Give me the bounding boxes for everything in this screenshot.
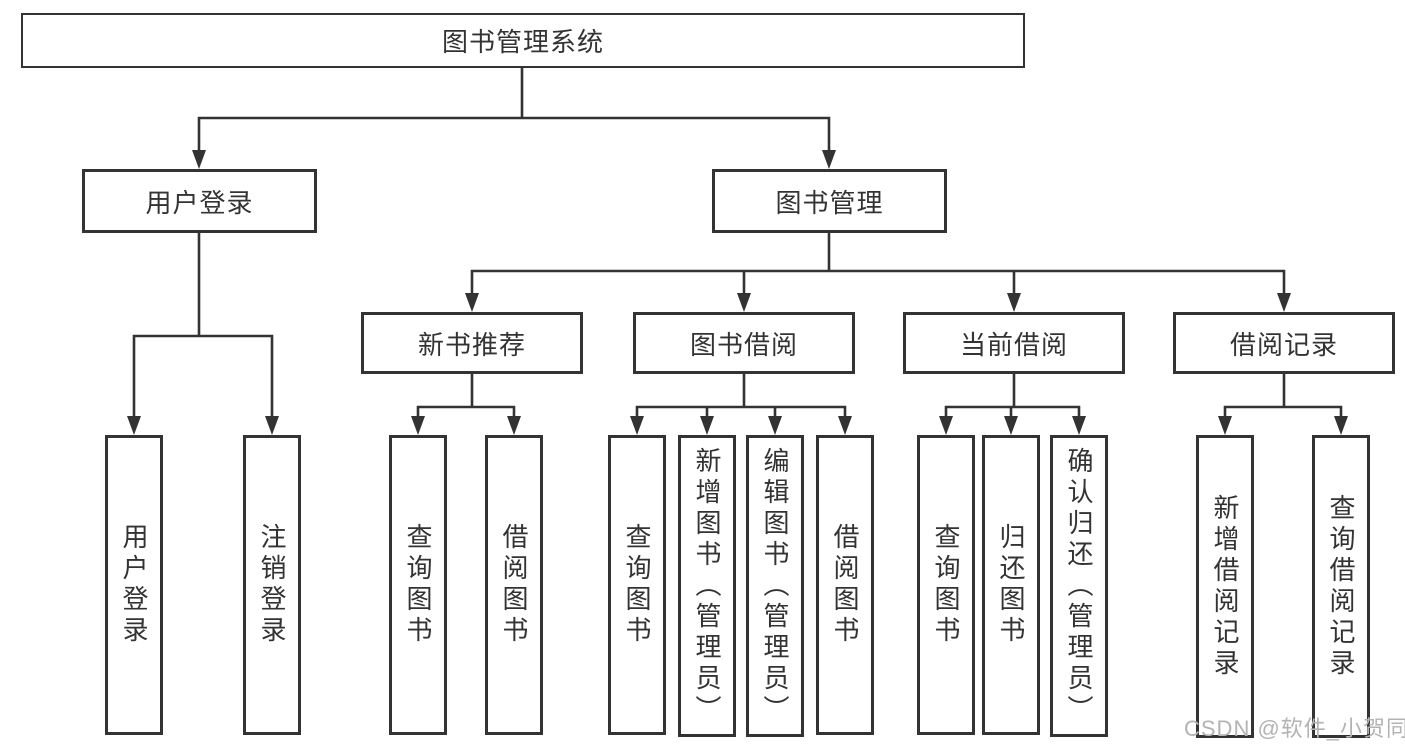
- leaf-query-books-current: 查询图书: [917, 435, 975, 735]
- node-user-login-branch: 用户登录: [82, 169, 317, 233]
- node-book-borrowing: 图书借阅: [633, 312, 855, 374]
- node-borrowing-records: 借阅记录: [1173, 312, 1395, 374]
- leaf-user-login: 用户登录: [105, 435, 163, 735]
- node-root-library-system: 图书管理系统: [21, 13, 1025, 68]
- watermark: CSDN @软件_小贺同学: [1184, 716, 1405, 741]
- node-current-borrowing: 当前借阅: [903, 312, 1125, 374]
- leaf-add-borrow-record: 新增借阅记录: [1196, 435, 1254, 738]
- leaf-borrow-books-recommend: 借阅图书: [485, 435, 543, 735]
- leaf-query-borrow-record: 查询借阅记录: [1312, 435, 1370, 738]
- leaf-query-books-recommend: 查询图书: [389, 435, 447, 735]
- node-new-book-recommend: 新书推荐: [361, 312, 583, 374]
- leaf-add-book-admin: 新增图书（管理员）: [678, 435, 736, 737]
- leaf-query-books-borrowing: 查询图书: [608, 435, 666, 735]
- leaf-borrow-books: 借阅图书: [816, 435, 874, 735]
- arrowhead-icons: [127, 150, 1348, 435]
- leaf-logout-login: 注销登录: [243, 435, 301, 735]
- leaf-edit-book-admin: 编辑图书（管理员）: [746, 435, 804, 737]
- leaf-confirm-return-admin: 确认归还（管理员）: [1050, 435, 1108, 737]
- leaf-return-book: 归还图书: [982, 435, 1040, 735]
- node-book-management-branch: 图书管理: [712, 169, 947, 233]
